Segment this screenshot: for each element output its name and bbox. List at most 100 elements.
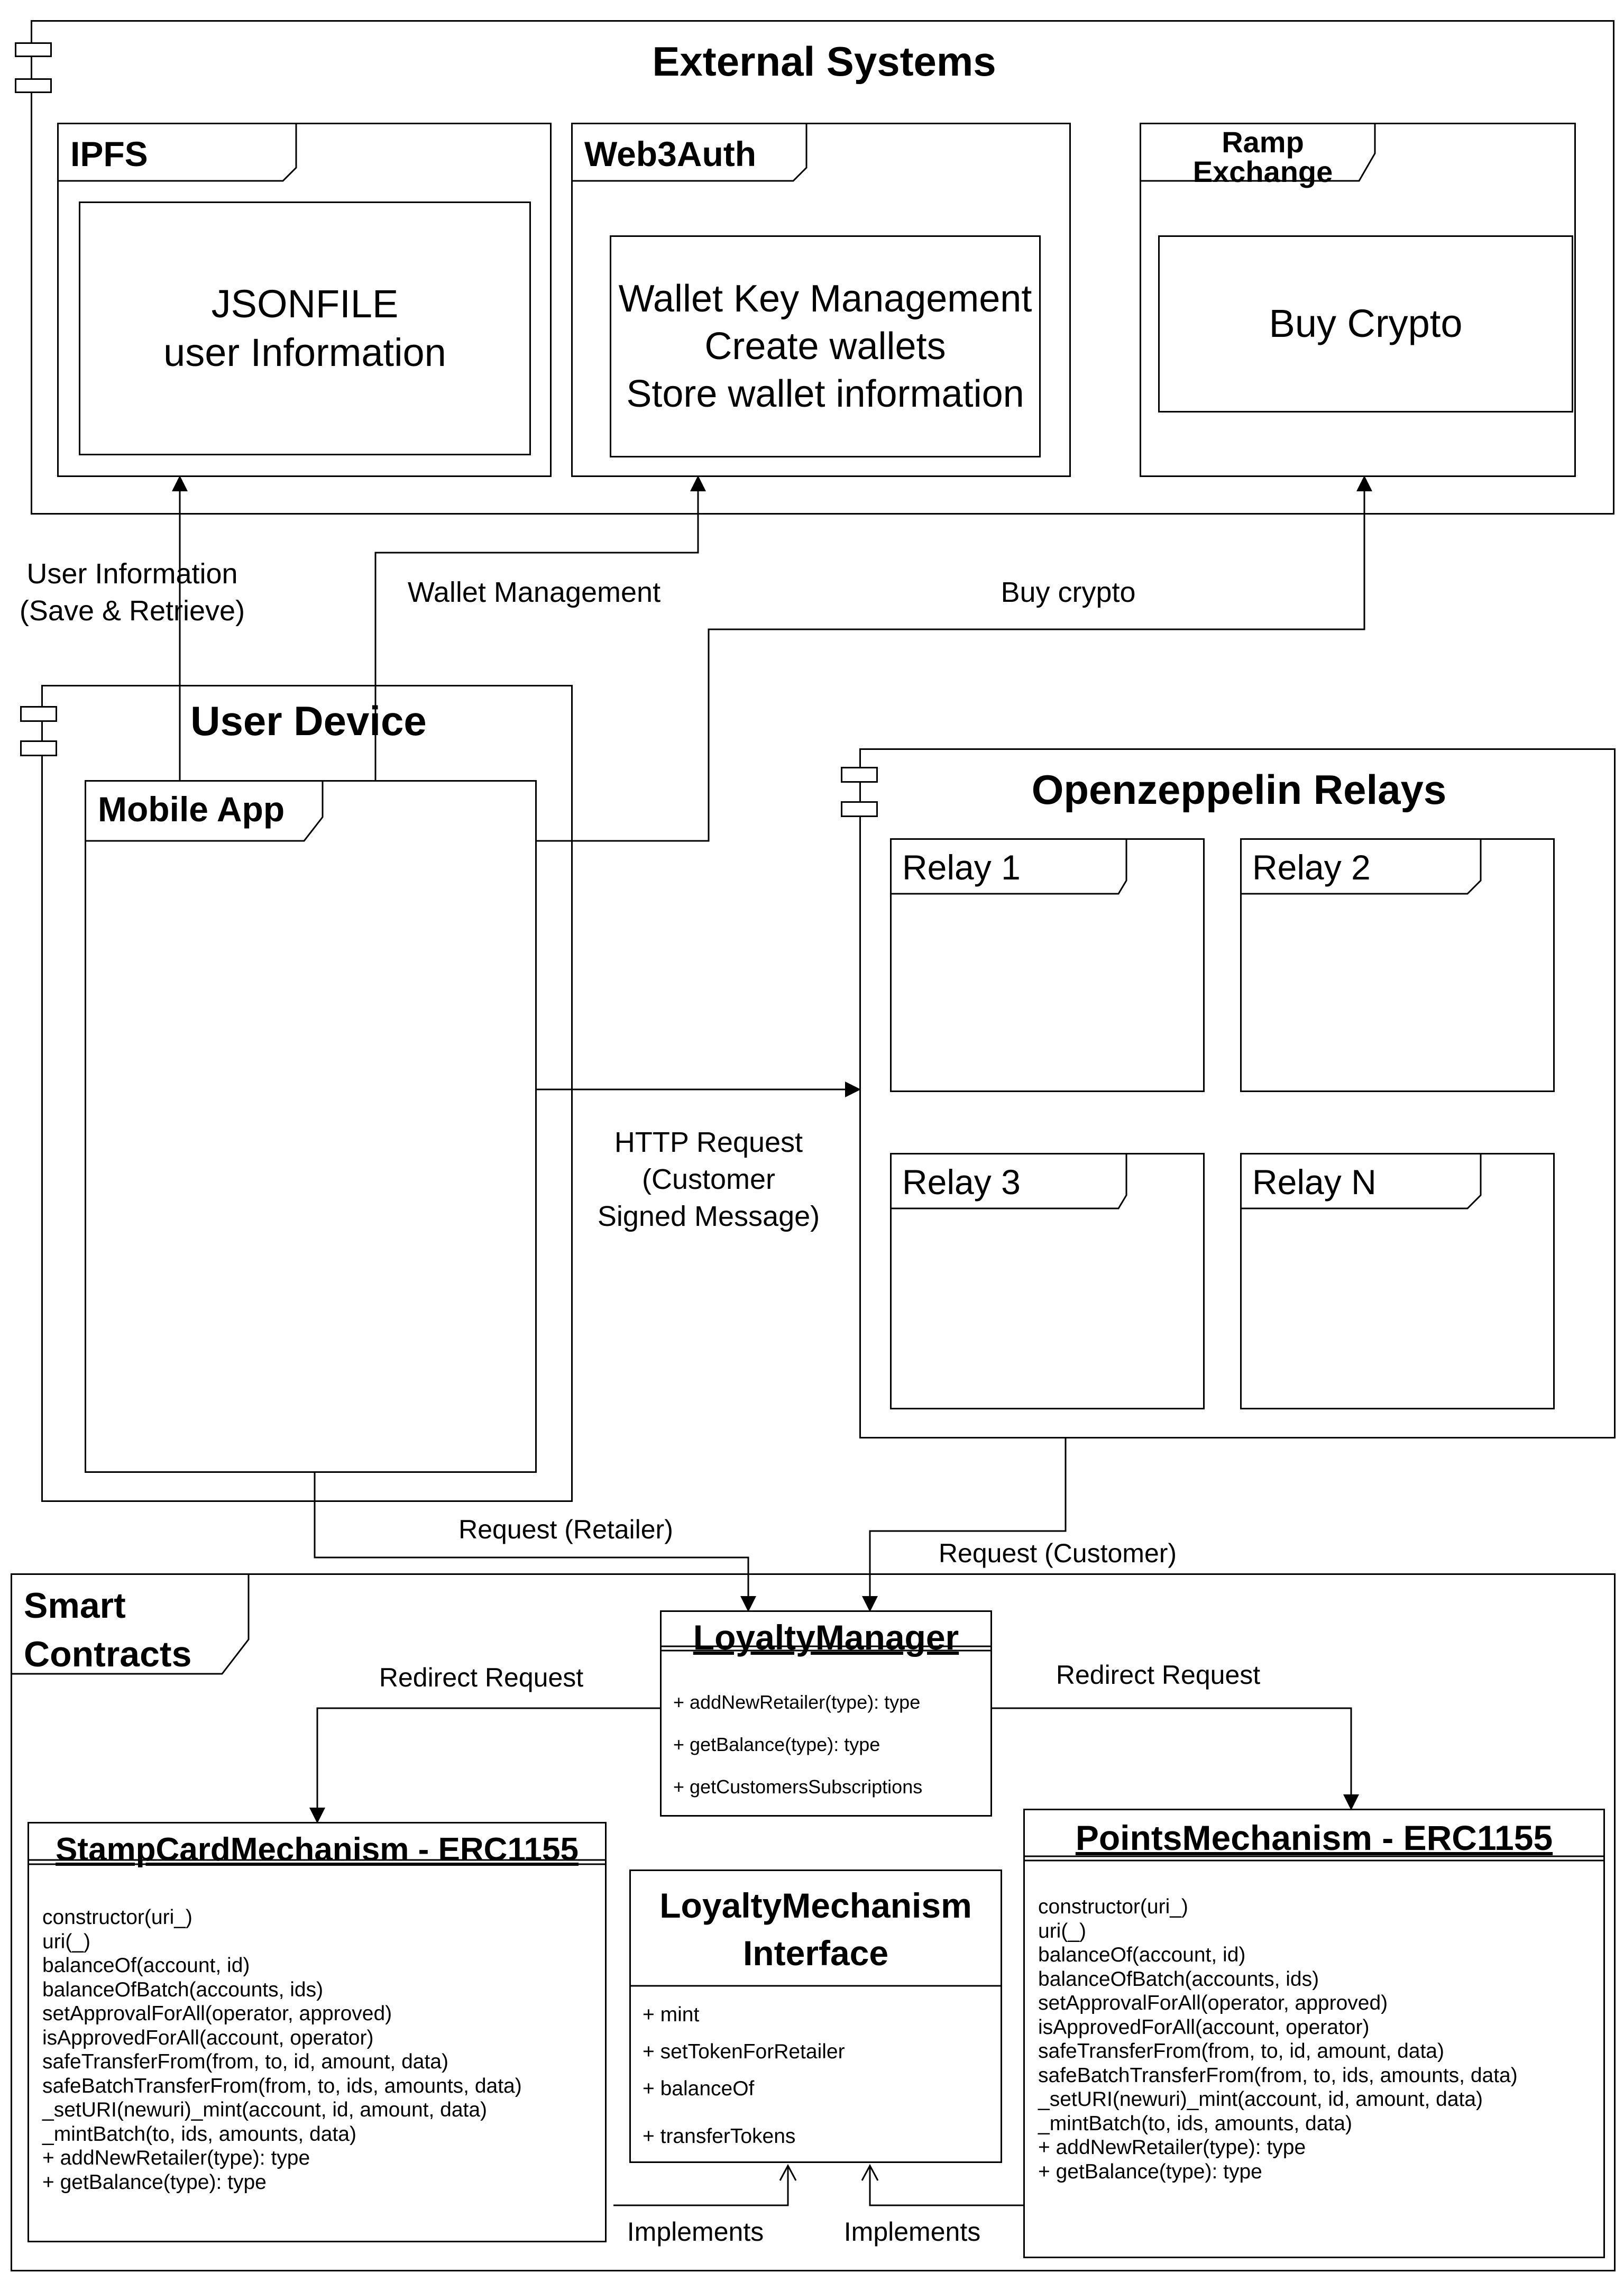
points-method: safeBatchTransferFrom(from, to, ids, amo… <box>1038 2064 1518 2087</box>
implements-left-label: Implements <box>627 2217 764 2247</box>
buy-crypto-label: Buy crypto <box>1001 576 1136 608</box>
redirect-left-connector <box>309 1707 660 1823</box>
stampcard-title: StampCardMechanism - ERC1155 <box>56 1831 579 1868</box>
user-info-line-1: User Information <box>26 558 238 590</box>
implements-left-connector <box>613 2164 797 2206</box>
mobile-app-frame: Mobile App <box>85 780 537 1473</box>
ipfs-content-box: JSONFILE user Information <box>79 201 531 455</box>
points-method: isApprovedForAll(account, operator) <box>1038 2015 1370 2039</box>
smart-contracts-label-line-2: Contracts <box>24 1634 192 1674</box>
interface-title-line-2: Interface <box>742 1933 889 1973</box>
points-method: constructor(uri_) <box>1038 1895 1188 1918</box>
stampcard-method: balanceOfBatch(accounts, ids) <box>42 1978 324 2001</box>
relay-3-label: Relay 3 <box>902 1162 1021 1202</box>
loyalty-manager-method: + addNewRetailer(type): type <box>673 1691 921 1713</box>
ipfs-label: IPFS <box>70 134 148 173</box>
stampcard-method: _setURI(newuri)_mint(account, id, amount… <box>42 2098 488 2121</box>
ramp-frame: Ramp Exchange Buy Crypto <box>1140 123 1576 477</box>
ramp-label-line-1: Ramp <box>1222 125 1304 159</box>
request-retailer-label: Request (Retailer) <box>458 1515 673 1544</box>
stampcard-method: + addNewRetailer(type): type <box>42 2147 310 2169</box>
external-systems-title: External Systems <box>652 38 996 85</box>
request-retailer-connector <box>314 1473 756 1612</box>
implements-right-connector <box>861 2164 1023 2206</box>
points-method: + addNewRetailer(type): type <box>1038 2136 1306 2159</box>
stampcard-methods: constructor(uri_) uri(_) balanceOf(accou… <box>42 1905 522 2194</box>
smart-contracts-label: Smart Contracts <box>24 1581 191 1679</box>
loyalty-manager-method: + getBalance(type): type <box>673 1734 880 1755</box>
buy-crypto-connector <box>537 475 1372 842</box>
redirect-right-label: Redirect Request <box>1056 1660 1261 1690</box>
interface-method: + mint <box>643 2003 700 2026</box>
points-method: _mintBatch(to, ids, amounts, data) <box>1038 2112 1352 2135</box>
ramp-label: Ramp Exchange <box>1141 127 1384 187</box>
relay-2-frame: Relay 2 <box>1240 838 1555 1092</box>
ipfs-frame: IPFS JSONFILE user Information <box>57 123 552 477</box>
stampcard-method: _mintBatch(to, ids, amounts, data) <box>42 2122 356 2146</box>
stampcard-mechanism-class: StampCardMechanism - ERC1155 constructor… <box>27 1822 607 2242</box>
points-method: uri(_) <box>1038 1919 1087 1942</box>
points-method: balanceOf(account, id) <box>1038 1944 1246 1966</box>
loyalty-manager-method: + getCustomersSubscriptions <box>673 1776 923 1798</box>
implements-right-label: Implements <box>843 2217 981 2247</box>
user-device-title: User Device <box>190 698 427 744</box>
interface-method: + setTokenForRetailer <box>643 2040 845 2063</box>
smart-contracts-tab <box>11 1573 250 1675</box>
wallet-connector <box>374 475 706 780</box>
ramp-tab <box>1140 123 1376 182</box>
stampcard-method: balanceOf(account, id) <box>42 1954 250 1977</box>
request-customer-label: Request (Customer) <box>938 1538 1177 1568</box>
points-method: _setURI(newuri)_mint(account, id, amount… <box>1038 2088 1483 2111</box>
interface-method: + balanceOf <box>643 2077 755 2100</box>
http-request-line-2: (Customer <box>641 1163 776 1196</box>
relay-3-frame: Relay 3 <box>890 1153 1205 1409</box>
ramp-content-box: Buy Crypto <box>1158 235 1573 413</box>
ipfs-tab <box>57 123 297 182</box>
stampcard-method: uri(_) <box>42 1930 91 1953</box>
mobile-app-label: Mobile App <box>98 790 285 829</box>
points-title: PointsMechanism - ERC1155 <box>1075 1818 1553 1857</box>
user-info-label: User Information (Save & Retrieve) <box>5 555 259 629</box>
interface-title-line-1: LoyaltyMechanism <box>659 1886 972 1925</box>
stampcard-method: safeBatchTransferFrom(from, to, ids, amo… <box>42 2074 522 2097</box>
points-methods: constructor(uri_) uri(_) balanceOf(accou… <box>1038 1895 1518 2184</box>
stampcard-method: safeTransferFrom(from, to, id, amount, d… <box>42 2050 448 2073</box>
ipfs-line-1: JSONFILE <box>211 281 399 326</box>
redirect-left-label: Redirect Request <box>379 1663 584 1692</box>
mobile-app-tab <box>85 780 324 842</box>
relay-1-label: Relay 1 <box>902 848 1021 887</box>
smart-contracts-label-line-1: Smart <box>24 1586 126 1626</box>
component-icon <box>20 706 57 722</box>
relay-2-label: Relay 2 <box>1252 848 1371 887</box>
wallet-management-label: Wallet Management <box>407 576 661 608</box>
stampcard-method: + getBalance(type): type <box>42 2170 267 2194</box>
relays-title: Openzeppelin Relays <box>1031 766 1447 813</box>
loyalty-manager-class: LoyaltyManager + addNewRetailer(type): t… <box>660 1610 992 1817</box>
relay-n-label: Relay N <box>1252 1162 1377 1202</box>
web3auth-line-1: Wallet Key Management <box>618 278 1032 320</box>
ipfs-line-2: user Information <box>163 331 446 374</box>
relay-1-frame: Relay 1 <box>890 838 1205 1092</box>
component-icon <box>20 740 57 756</box>
http-request-line-1: HTTP Request <box>614 1126 803 1158</box>
web3auth-line-2: Create wallets <box>704 325 946 368</box>
relay-3-tab <box>890 1153 1127 1209</box>
points-method: safeTransferFrom(from, to, id, amount, d… <box>1038 2040 1444 2063</box>
points-method: + getBalance(type): type <box>1038 2160 1262 2183</box>
component-icon <box>841 801 878 817</box>
relay-1-tab <box>890 838 1127 895</box>
component-icon <box>15 42 52 57</box>
relay-2-tab <box>1240 838 1482 895</box>
interface-title: LoyaltyMechanism Interface <box>631 1882 1001 1977</box>
relay-n-frame: Relay N <box>1240 1153 1555 1409</box>
component-icon <box>15 78 52 93</box>
user-info-line-2: (Save & Retrieve) <box>19 595 245 627</box>
redirect-right-connector <box>992 1707 1359 1810</box>
web3auth-frame: Web3Auth Wallet Key Management Create wa… <box>571 123 1071 477</box>
stampcard-method: setApprovalForAll(operator, approved) <box>42 2002 392 2025</box>
component-icon <box>841 767 878 783</box>
loyalty-mechanism-interface: LoyaltyMechanism Interface + mint + setT… <box>629 1869 1002 2163</box>
points-mechanism-class: PointsMechanism - ERC1155 constructor(ur… <box>1023 1809 1605 2258</box>
web3auth-line-3: Store wallet information <box>626 373 1024 415</box>
